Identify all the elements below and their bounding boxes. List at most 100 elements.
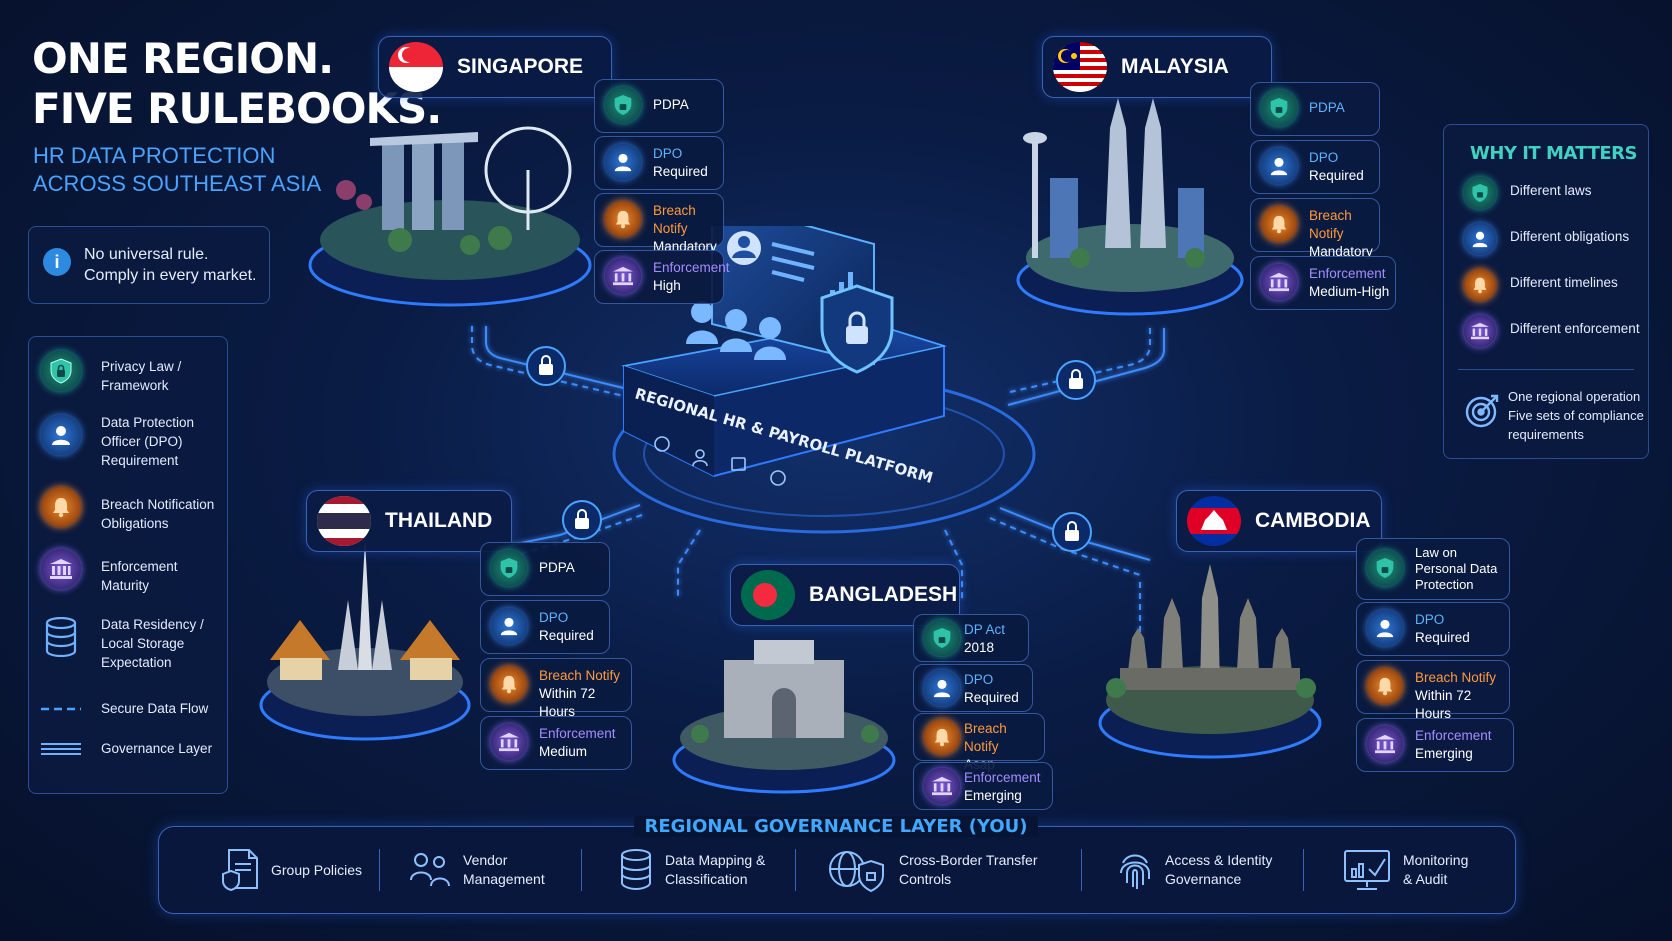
tag-law: PDPA	[1250, 82, 1380, 136]
bell-icon	[1464, 269, 1496, 301]
legend-panel: Privacy Law / Framework Data Protection …	[28, 336, 228, 794]
bangladesh-landmark-island	[664, 630, 904, 800]
tag-value: Within 72 Hours	[539, 686, 596, 719]
country-name: SINGAPORE	[457, 55, 584, 78]
courthouse-icon	[924, 768, 960, 804]
divider	[1303, 849, 1304, 891]
courthouse-icon	[605, 258, 641, 294]
tag-dpo: DPO Required	[913, 664, 1033, 712]
tag-label: Enforcement	[539, 726, 616, 741]
tag-value: Within 72 Hours	[1415, 688, 1472, 721]
tag-law: PDPA	[480, 542, 610, 596]
dashed-line-icon	[41, 689, 81, 729]
tag-label: DPO	[1309, 150, 1339, 165]
divider	[1081, 849, 1082, 891]
tag-label: Enforcement	[1309, 266, 1386, 281]
governance-label: & Audit	[1403, 871, 1448, 887]
country-name: THAILAND	[385, 509, 493, 532]
person-icon	[1367, 610, 1403, 646]
cambodia-landmark-island	[1090, 558, 1330, 766]
regional-platform: REGIONAL HR & PAYROLL PLATFORM	[604, 226, 1044, 546]
shield-lock-icon	[1261, 90, 1297, 126]
title-line-2: FIVE RULEBOOKS.	[32, 84, 442, 133]
country-name: CAMBODIA	[1255, 509, 1371, 532]
tag-value: Emerging	[964, 788, 1022, 803]
governance-item: Monitoring& Audit	[1343, 827, 1468, 913]
target-icon	[1464, 391, 1502, 429]
country-badge-singapore: SINGAPORE	[378, 36, 612, 98]
legend-item-data-flow: Secure Data Flow	[41, 689, 208, 729]
database-icon	[619, 849, 653, 891]
malaysia-landmark-island	[1010, 98, 1250, 320]
fingerprint-icon	[1117, 849, 1153, 891]
tag-value: Required	[653, 164, 708, 179]
courthouse-icon	[41, 549, 81, 589]
lock-node-icon	[1056, 360, 1096, 400]
tag-law: PDPA	[594, 79, 724, 133]
subtitle-line-2: ACROSS SOUTHEAST ASIA	[33, 171, 322, 196]
why-item: Different obligations	[1464, 223, 1629, 255]
why-item-label: Different timelines	[1510, 275, 1618, 290]
why-note: One regional operation Five sets of comp…	[1508, 387, 1648, 444]
courthouse-icon	[1261, 264, 1297, 300]
person-icon	[41, 415, 81, 455]
info-box: i No universal rule. Comply in every mar…	[28, 226, 270, 304]
shield-lock-icon	[924, 620, 960, 656]
courthouse-icon	[491, 724, 527, 760]
title-line-1: ONE REGION.	[32, 34, 334, 83]
legend-label: Local Storage	[101, 636, 185, 651]
governance-label: Group Policies	[271, 861, 363, 878]
tag-label: DPO	[964, 672, 994, 687]
governance-label: Access & Identity	[1165, 852, 1273, 868]
legend-item-dpo: Data Protection Officer (DPO) Requiremen…	[41, 415, 194, 468]
thailand-flag-icon	[317, 496, 371, 546]
lock-node-icon	[562, 500, 602, 540]
country-name: MALAYSIA	[1121, 55, 1229, 78]
legend-item-governance: Governance Layer	[41, 729, 212, 769]
why-item-label: Different obligations	[1510, 229, 1630, 244]
tag-value: Required	[964, 690, 1019, 705]
legend-label: Framework	[101, 378, 169, 393]
database-icon	[41, 617, 81, 657]
layers-icon	[41, 729, 81, 769]
why-note-line: One regional operation	[1508, 389, 1641, 404]
governance-title-text: REGIONAL GOVERNANCE LAYER (YOU)	[634, 816, 1038, 837]
country-badge-thailand: THAILAND	[306, 490, 512, 552]
tag-label: PDPA	[539, 560, 575, 575]
why-item: Different laws	[1464, 177, 1592, 209]
tag-label: PDPA	[653, 97, 689, 112]
shield-lock-icon	[605, 87, 641, 123]
why-item-label: Different laws	[1510, 183, 1592, 198]
legend-label: Data Protection	[101, 415, 195, 430]
vendor-people-icon	[409, 850, 451, 890]
country-badge-malaysia: MALAYSIA	[1042, 36, 1272, 98]
divider	[795, 849, 796, 891]
tag-value: Emerging	[1415, 746, 1473, 761]
shield-lock-icon	[1367, 550, 1403, 586]
tag-value: Mandatory	[1309, 244, 1373, 259]
bell-icon	[605, 201, 641, 237]
governance-item: Data Mapping &Classification	[619, 827, 765, 913]
why-it-matters-panel: WHY IT MATTERS Different laws Different …	[1443, 124, 1649, 459]
tag-label: PDPA	[1309, 100, 1345, 115]
divider	[1458, 369, 1634, 370]
legend-label: Requirement	[101, 453, 179, 468]
tag-label: Personal Data	[1415, 561, 1498, 576]
person-icon	[1261, 148, 1297, 184]
legend-label: Obligations	[101, 516, 169, 531]
singapore-landmark-island	[300, 110, 600, 315]
thailand-landmark-island	[250, 540, 480, 745]
shield-lock-icon	[820, 284, 894, 374]
person-icon	[605, 144, 641, 180]
legend-item-breach: Breach Notification Obligations	[41, 487, 214, 531]
shield-lock-icon	[491, 550, 527, 586]
shield-lock-icon	[1464, 177, 1496, 209]
